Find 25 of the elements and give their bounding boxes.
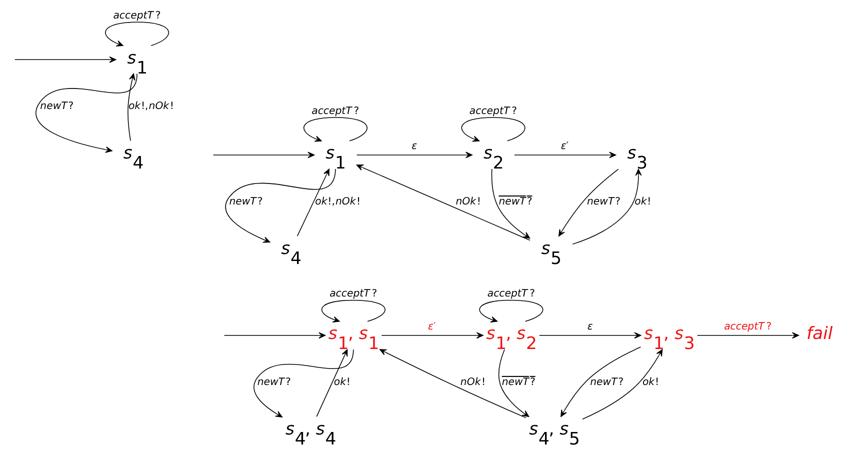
edge-label: ε′ bbox=[560, 141, 569, 152]
edge-label: nOk! bbox=[460, 376, 486, 388]
edge-label: newT? bbox=[229, 196, 263, 208]
edge-label: newT? bbox=[587, 196, 621, 208]
edge-label: acceptT? bbox=[724, 321, 772, 332]
edge-label: newT? bbox=[498, 196, 532, 208]
edge-label: acceptT? bbox=[330, 288, 378, 300]
edge-label: ok! bbox=[634, 196, 652, 208]
edge-label: acceptT? bbox=[487, 288, 535, 300]
edge-label: ok! bbox=[334, 376, 350, 388]
edge-label: ok!,nOk! bbox=[128, 101, 174, 112]
edge-label: ε′ bbox=[428, 321, 436, 332]
edge-label: ε bbox=[412, 141, 418, 152]
edge-label: ε bbox=[587, 321, 593, 332]
edge-label: newT? bbox=[257, 376, 291, 388]
node-text: fail bbox=[806, 324, 833, 344]
edge-label: acceptT? bbox=[113, 10, 161, 22]
edge-label: acceptT? bbox=[469, 106, 518, 117]
edge-label: newT? bbox=[502, 376, 536, 388]
edge-label: ok! bbox=[642, 376, 660, 388]
edge-label: newT? bbox=[40, 101, 74, 112]
edge-label: nOk! bbox=[456, 196, 481, 208]
edge-label: acceptT? bbox=[312, 106, 360, 117]
edge-label: newT? bbox=[590, 376, 624, 388]
edge-label: ok!,nOk! bbox=[315, 196, 361, 208]
